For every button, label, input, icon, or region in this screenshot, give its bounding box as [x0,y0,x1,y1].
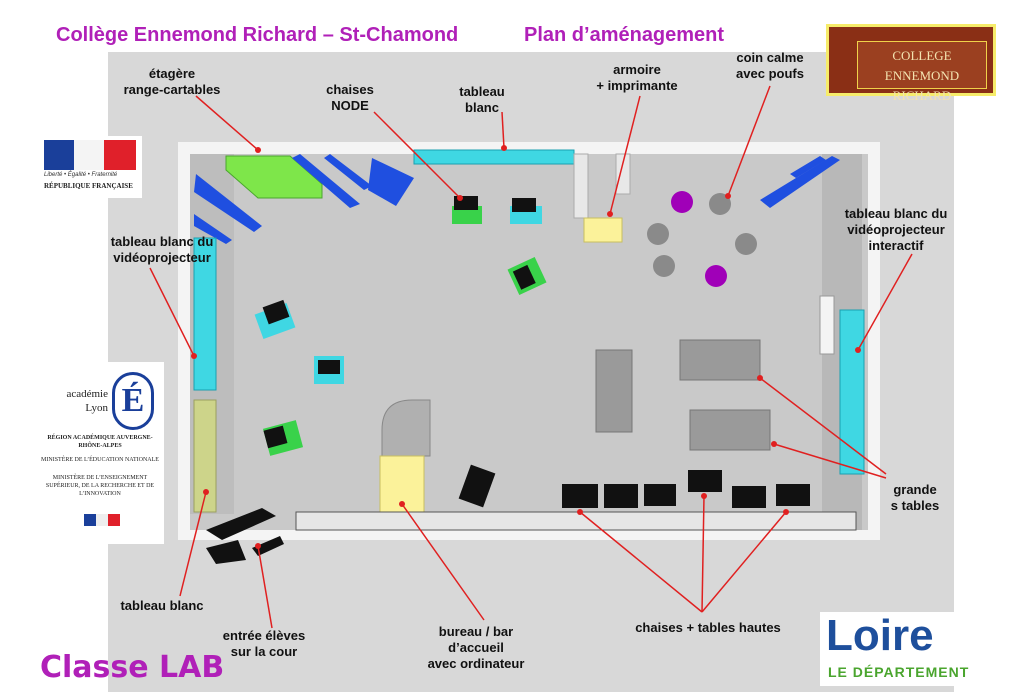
annotation-arrows [149,85,913,629]
whiteboard-top [413,149,575,165]
rf-flag-white [74,140,104,170]
academie-flag-blue [84,514,96,526]
whiteboard-interactive-right [839,309,865,475]
rf-motto: Liberté • Égalité • Fraternité [44,172,118,178]
label-armoire: armoire+ imprimante [596,62,678,93]
pouf-grey-2 [647,223,669,245]
academie-lyon-logo: académie Lyon É RÉGION ACADÉMIQUE AUVERG… [36,362,164,544]
academie-region: RÉGION ACADÉMIQUE AUVERGNE-RHÔNE-ALPES [47,435,153,449]
bureau-curve [381,399,431,457]
armoire-wall-left [573,153,589,219]
grande-table-1 [679,339,761,381]
wall-right [868,142,880,540]
rf-flag-red [104,140,136,170]
armoire-printer [583,217,623,243]
pouf-grey-4 [653,255,675,277]
loire-word: Loire [826,611,934,660]
loire-logo: Loire LE DÉPARTEMENT [820,612,984,686]
chair-node-6 [262,420,304,456]
academie-flag-white [96,514,108,526]
academie-e-mark: É [112,372,154,430]
school-title: Collège Ennemond Richard – St-Chamond [56,24,459,46]
blue-panel-right-2 [790,156,826,178]
college-sign-line1: COLLEGE [892,48,952,63]
pouf-purple-2 [705,265,727,287]
blue-panel-left-2 [194,214,232,244]
whiteboard-video-left [193,237,217,391]
chair-node-5 [314,356,344,384]
high-tables [295,511,857,531]
pouf-purple-1 [671,191,693,213]
wall-bottom [178,530,880,540]
blue-panel-1 [292,154,360,208]
blue-panel-right-1 [760,156,840,208]
whiteboard-left-bottom [193,399,217,513]
rf-name: RÉPUBLIQUE FRANÇAISE [44,182,133,190]
grande-table-2 [689,409,771,451]
bureau-chair [458,464,496,508]
entrance-door-1 [206,508,276,540]
bureau-desk [379,455,425,519]
classe-lab-title: Classe LAB [40,650,225,685]
entrance-door-2 [206,540,246,564]
academie-flag-red [108,514,120,526]
pouf-grey-1 [709,193,731,215]
blue-panel-left-1 [194,174,262,232]
blue-panel-2 [324,154,372,190]
table-vertical [595,349,633,433]
entrance-door-3 [252,536,284,556]
college-sign-line2: ENNEMOND RICHARD [884,68,960,103]
plan-title: Plan d’aménagement [524,24,725,46]
wall-top [178,142,880,154]
college-logo: COLLEGE ENNEMOND RICHARD [826,24,996,103]
chair-node-4 [254,299,296,340]
academie-word: académie [66,388,108,400]
annotation-arrowheads [191,145,861,549]
label-tableau-blanc-bottom: tableau blanc [120,598,204,613]
radiator-right [819,295,835,355]
blue-cabinet [368,158,414,206]
chair-node-3 [507,256,547,296]
rf-flag-blue [44,140,74,170]
academie-ministere-2: MINISTÈRE DE L’ENSEIGNEMENT SUPÉRIEUR, D… [45,475,155,497]
wall-left [178,142,190,540]
label-chaises-tables-hautes: chaises + tables hautes [635,620,781,635]
academie-city: Lyon [85,402,108,414]
academie-ministere-1: MINISTÈRE DE L’ÉDUCATION NATIONALE [41,457,159,463]
chair-node-1 [452,196,482,224]
republique-francaise-logo: Liberté • Égalité • Fraternité RÉPUBLIQU… [40,136,142,198]
college-sign: COLLEGE ENNEMOND RICHARD [857,41,987,103]
armoire-wall-right [615,153,631,195]
loire-subtitle: LE DÉPARTEMENT [828,664,970,680]
shelf-etagere [225,155,323,199]
chair-node-2 [510,198,542,224]
high-chairs [562,470,810,508]
pouf-grey-3 [735,233,757,255]
